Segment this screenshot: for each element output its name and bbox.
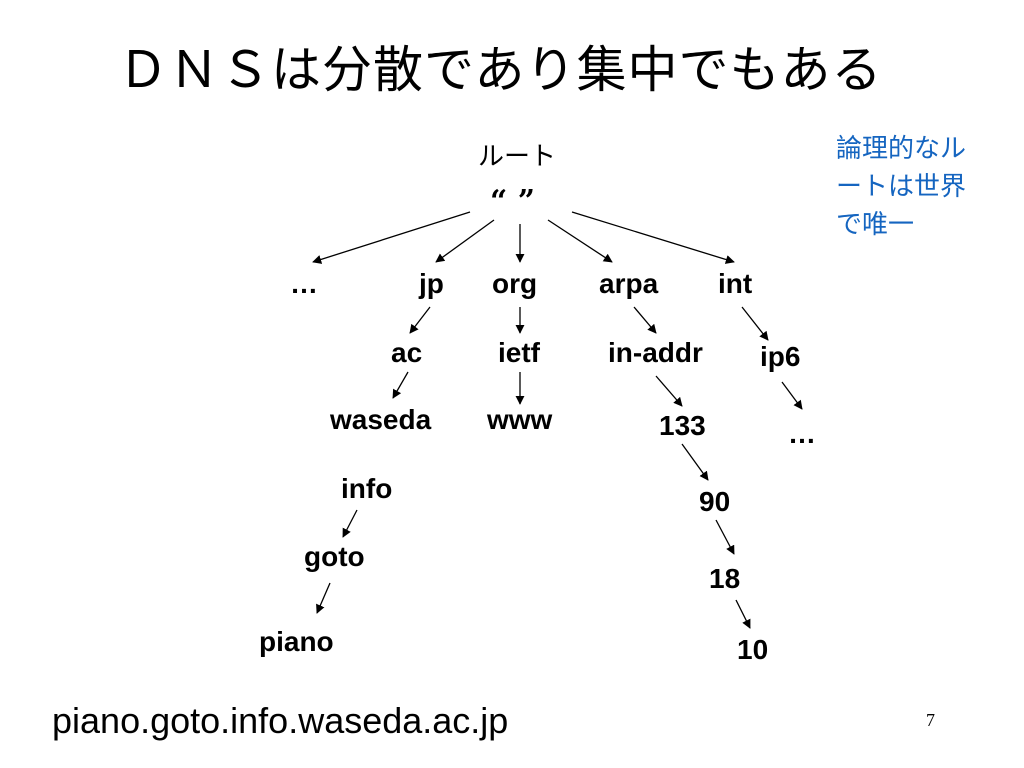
node-ietf: ietf [498, 337, 540, 368]
edge-goto-piano [316, 582, 331, 614]
node-org: org [492, 268, 538, 299]
node-jp: jp [419, 268, 444, 299]
node-tld-more: … [290, 268, 318, 299]
slide-title: ＤＮＳは分散であり集中でもある [118, 41, 883, 99]
node-ip6-more: … [788, 418, 816, 449]
page-number: 7 [926, 710, 935, 730]
node-ac: ac [391, 337, 423, 368]
edge-info-goto [342, 509, 358, 538]
edge-90-18 [715, 519, 735, 555]
node-waseda: waseda [330, 404, 432, 435]
node-arpa: arpa [599, 268, 659, 299]
node-ip6: ip6 [760, 341, 801, 372]
node-18: 18 [709, 563, 741, 594]
edge-in-addr-133 [655, 375, 683, 407]
edge-int-ip6 [741, 306, 769, 341]
logical-root-note: 論理的なルートは世界で唯一 [836, 134, 967, 240]
edge-133-90 [681, 443, 709, 481]
edge-root-tld-more [312, 211, 471, 264]
edge-18-10 [735, 599, 751, 629]
edge-arpa-in-addr [633, 306, 657, 334]
node-90: 90 [699, 486, 731, 517]
node-in-addr: in-addr [608, 337, 703, 368]
node-piano: piano [259, 626, 334, 657]
root-label: ルート [478, 142, 557, 172]
root-node: “ ” [490, 184, 535, 219]
node-10: 10 [737, 634, 769, 665]
node-info: info [341, 473, 393, 504]
node-int: int [718, 268, 753, 299]
edge-ac-waseda [392, 371, 409, 399]
edge-jp-ac [409, 306, 431, 334]
edge-root-int [571, 211, 735, 264]
edge-root-jp [435, 219, 495, 263]
node-goto: goto [304, 541, 365, 572]
edge-root-arpa [547, 219, 613, 263]
node-www: www [487, 404, 553, 435]
node-133: 133 [659, 410, 706, 441]
edge-ip6-more [781, 381, 803, 410]
fqdn-example: piano.goto.info.waseda.ac.jp [52, 700, 509, 741]
